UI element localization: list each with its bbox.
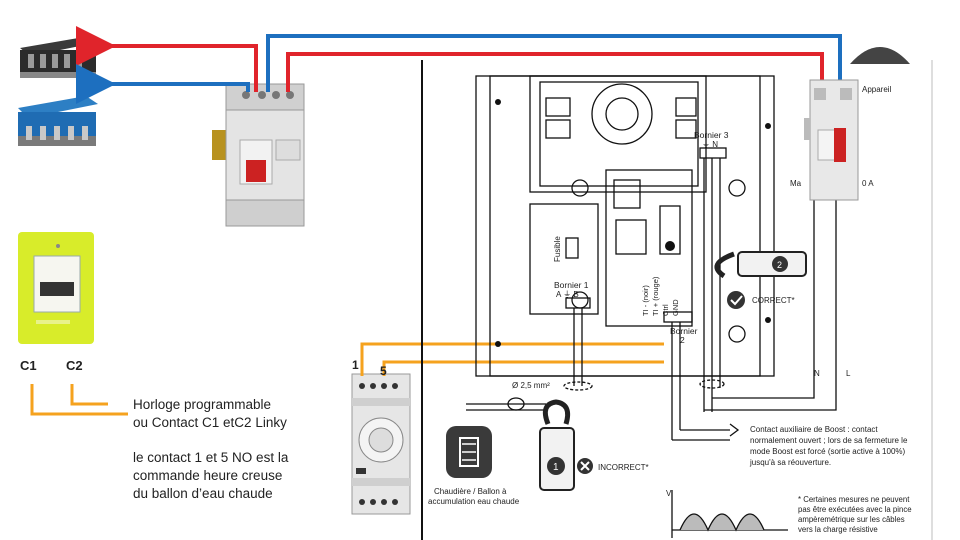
miniature-breaker <box>804 79 859 201</box>
boiler-icon <box>446 426 492 478</box>
clamp-meter-2 <box>714 251 807 279</box>
footnote-4: vers la charge résistive <box>798 525 878 534</box>
schematic-screws <box>495 99 771 347</box>
black-busbar <box>20 36 100 78</box>
differential-breaker <box>212 83 305 227</box>
boost-note-3: mode Boost est forcé (sortie active à 10… <box>750 447 906 456</box>
clock-terminal-5-label: 5 <box>380 364 387 378</box>
contact-note: le contact 1 et 5 NO est la commande heu… <box>133 449 343 503</box>
clamp-meter-1 <box>539 399 575 491</box>
correct-label: CORRECT* <box>752 296 795 305</box>
clock-note-line2: ou Contact C1 etC2 Linky <box>133 415 287 430</box>
wire-diameter-label: Ø 2,5 mm² <box>512 381 550 390</box>
appareil-label: Appareil <box>862 85 892 94</box>
l-label: L <box>846 369 851 378</box>
schematic <box>421 60 933 540</box>
linky-meter <box>18 232 94 344</box>
boost-note-4: jusqu'à sa réouverture. <box>749 458 831 467</box>
clock-terminal-1-label: 1 <box>352 358 359 372</box>
fusible-label: Fusible <box>553 236 562 262</box>
control-wires <box>360 342 664 376</box>
n-label: N <box>814 369 820 378</box>
breaker-left-label: Ma <box>790 179 802 188</box>
c2-label: C2 <box>66 358 83 373</box>
bornier3-label: Bornier 3 <box>694 130 729 140</box>
clamp-2-number: 2 <box>777 260 782 270</box>
incorrect-label: INCORRECT* <box>598 463 649 472</box>
footnote-1: * Certaines mesures ne peuvent <box>798 495 910 504</box>
appareil-icon <box>850 47 910 64</box>
boiler-label-1: Chaudière / Ballon à <box>434 487 507 496</box>
programmable-clock <box>351 373 411 515</box>
contact-note-line3: du ballon d’eau chaude <box>133 486 273 501</box>
terminal-label-ti-noir: TI - (noir) <box>641 285 650 316</box>
terminal-label-ctrl: Ctrl <box>661 304 670 316</box>
incorrect-icon <box>577 458 593 474</box>
neutral-wire <box>76 34 842 104</box>
clamp-1-number: 1 <box>553 462 559 473</box>
correct-icon <box>727 291 745 309</box>
bornier2-label: Bornier <box>670 326 698 336</box>
clock-note-line1: Horloge programmable <box>133 397 272 412</box>
contact-note-line1: le contact 1 et 5 NO est la <box>133 450 289 465</box>
terminal-label-gnd: GND <box>671 299 680 316</box>
bornier2-number: 2 <box>680 335 685 345</box>
blue-busbar <box>18 96 98 146</box>
terminal-label-ti-rouge: TI + (rouge) <box>651 276 660 316</box>
contact-note-line2: commande heure creuse <box>133 468 283 483</box>
boiler-label-2: accumulation eau chaude <box>428 497 520 506</box>
bornier1-label: Bornier 1 <box>554 280 589 290</box>
v-axis-label: V <box>666 489 672 498</box>
breaker-right-label: 0 A <box>862 179 874 188</box>
bornier3-terms: ⏚ N <box>702 140 718 149</box>
footnote-2: pas être exécutées avec la pince <box>798 505 912 514</box>
footnote-3: ampèremétrique sur les câbles <box>798 515 905 524</box>
clock-note: Horloge programmable ou Contact C1 etC2 … <box>133 396 343 432</box>
boost-note-2: normalement ouvert ; lors de sa fermetur… <box>750 436 908 445</box>
bornier1-terms: A ⏚ B <box>556 290 579 299</box>
boost-note-1: Contact auxiliaire de Boost : contact <box>750 425 878 434</box>
c1-label: C1 <box>20 358 37 373</box>
linky-contact-wires <box>30 384 128 416</box>
phase-wire <box>76 26 824 92</box>
